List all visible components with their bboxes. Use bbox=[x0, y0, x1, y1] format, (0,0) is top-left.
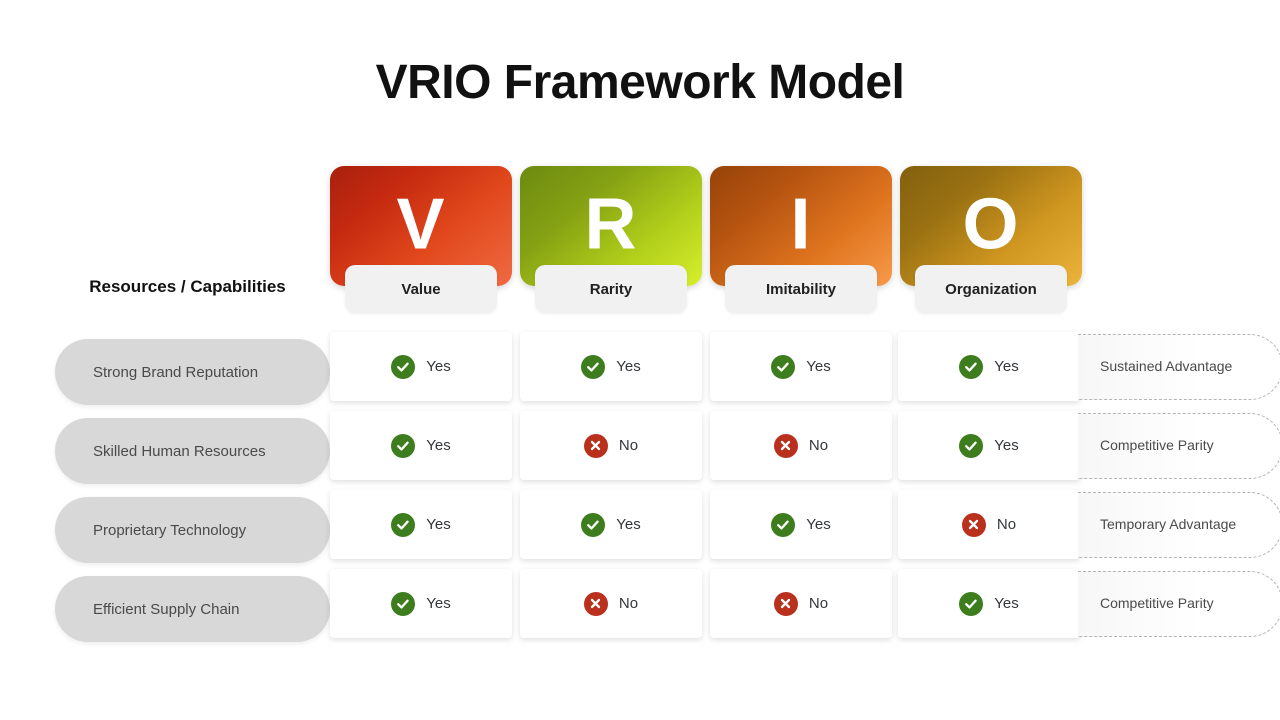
matrix-cell[interactable]: No bbox=[898, 490, 1080, 559]
matrix-cell[interactable]: No bbox=[520, 569, 702, 638]
matrix-cell[interactable]: Yes bbox=[330, 490, 512, 559]
cell-value-label: No bbox=[618, 437, 639, 454]
column-letter-r: R bbox=[584, 184, 638, 265]
outcome-badge[interactable]: Competitive Parity bbox=[1078, 413, 1280, 479]
cell-value-label: Yes bbox=[616, 516, 641, 533]
matrix-cell[interactable]: Yes bbox=[898, 332, 1080, 401]
x-circle-icon bbox=[583, 591, 608, 616]
column-label-organization[interactable]: Organization bbox=[915, 265, 1067, 313]
check-circle-icon bbox=[771, 512, 796, 537]
outcome-label: Competitive Parity bbox=[1100, 595, 1214, 612]
cell-value-label: No bbox=[808, 595, 829, 612]
x-circle-icon bbox=[773, 591, 798, 616]
matrix-cell[interactable]: Yes bbox=[710, 490, 892, 559]
outcome-badge[interactable]: Sustained Advantage bbox=[1078, 334, 1280, 400]
outcome-label: Temporary Advantage bbox=[1100, 516, 1237, 533]
check-circle-icon bbox=[391, 512, 416, 537]
x-circle-icon bbox=[773, 433, 798, 458]
outcome-badge[interactable]: Temporary Advantage bbox=[1078, 492, 1280, 558]
cell-value-label: Yes bbox=[426, 516, 451, 533]
column-label-value[interactable]: Value bbox=[345, 265, 497, 313]
outcome-badge[interactable]: Competitive Parity bbox=[1078, 571, 1280, 637]
matrix-row: Proprietary Technology Yes Yes Yes No Tempora… bbox=[0, 488, 1280, 567]
row-label-resource[interactable]: Proprietary Technology bbox=[55, 497, 330, 563]
matrix-row: Efficient Supply Chain Yes No No Yes Competit… bbox=[0, 567, 1280, 646]
outcome-label: Competitive Parity bbox=[1100, 437, 1214, 454]
cell-value-label: No bbox=[996, 516, 1017, 533]
outcome-label: Sustained Advantage bbox=[1100, 358, 1233, 375]
column-letter-i: I bbox=[790, 184, 812, 265]
column-letter-o: O bbox=[962, 184, 1020, 265]
matrix-row: Strong Brand Reputation Yes Yes Yes Yes Susta… bbox=[0, 330, 1280, 409]
column-label-rarity[interactable]: Rarity bbox=[535, 265, 687, 313]
cell-value-label: Yes bbox=[806, 516, 831, 533]
column-header-labels: Value Rarity Imitability Organization bbox=[330, 265, 1082, 313]
matrix-cell[interactable]: No bbox=[710, 569, 892, 638]
cell-value-label: Yes bbox=[426, 358, 451, 375]
row-label-resource[interactable]: Skilled Human Resources bbox=[55, 418, 330, 484]
column-letter-v: V bbox=[396, 184, 446, 265]
check-circle-icon bbox=[959, 591, 984, 616]
matrix-cell[interactable]: Yes bbox=[520, 490, 702, 559]
check-circle-icon bbox=[771, 354, 796, 379]
check-circle-icon bbox=[581, 354, 606, 379]
matrix-cell[interactable]: No bbox=[520, 411, 702, 480]
page-title: VRIO Framework Model bbox=[375, 56, 905, 109]
check-circle-icon bbox=[581, 512, 606, 537]
x-circle-icon bbox=[583, 433, 608, 458]
check-circle-icon bbox=[959, 433, 984, 458]
check-circle-icon bbox=[391, 354, 416, 379]
cell-value-label: Yes bbox=[994, 358, 1019, 375]
x-circle-icon bbox=[961, 512, 986, 537]
cell-value-label: Yes bbox=[426, 437, 451, 454]
check-circle-icon bbox=[391, 433, 416, 458]
row-label-resource[interactable]: Strong Brand Reputation bbox=[55, 339, 330, 405]
matrix-cell[interactable]: Yes bbox=[330, 411, 512, 480]
matrix-row: Skilled Human Resources Yes No No Yes Competi… bbox=[0, 409, 1280, 488]
cell-value-label: No bbox=[808, 437, 829, 454]
column-label-imitability[interactable]: Imitability bbox=[725, 265, 877, 313]
cell-value-label: Yes bbox=[994, 595, 1019, 612]
row-label-resource[interactable]: Efficient Supply Chain bbox=[55, 576, 330, 642]
cell-value-label: Yes bbox=[426, 595, 451, 612]
cell-value-label: Yes bbox=[616, 358, 641, 375]
matrix-cell[interactable]: Yes bbox=[898, 411, 1080, 480]
matrix-cell[interactable]: Yes bbox=[330, 569, 512, 638]
matrix-cell[interactable]: Yes bbox=[710, 332, 892, 401]
cell-value-label: No bbox=[618, 595, 639, 612]
resources-capabilities-heading: Resources / Capabilities bbox=[89, 277, 286, 296]
matrix-cell[interactable]: No bbox=[710, 411, 892, 480]
cell-value-label: Yes bbox=[994, 437, 1019, 454]
matrix-cell[interactable]: Yes bbox=[520, 332, 702, 401]
check-circle-icon bbox=[959, 354, 984, 379]
cell-value-label: Yes bbox=[806, 358, 831, 375]
matrix-cell[interactable]: Yes bbox=[330, 332, 512, 401]
check-circle-icon bbox=[391, 591, 416, 616]
matrix-cell[interactable]: Yes bbox=[898, 569, 1080, 638]
